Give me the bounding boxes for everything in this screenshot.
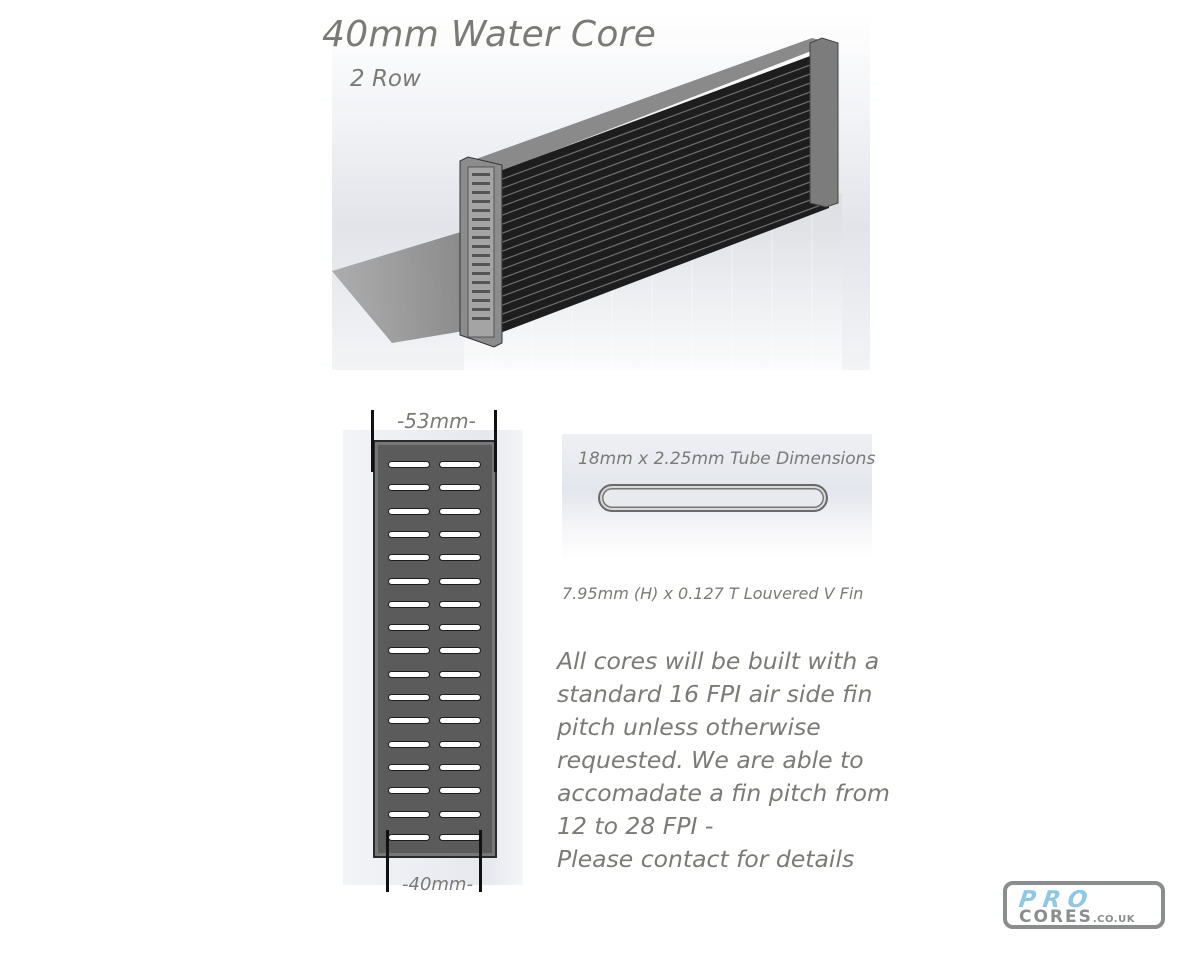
description-line: Please contact for details — [557, 845, 855, 873]
tube-slot — [439, 600, 481, 608]
tube-slot — [388, 484, 430, 492]
tube-slot — [439, 577, 481, 585]
tube-slot — [388, 554, 430, 562]
tube-slot — [439, 507, 481, 515]
tube-slot — [388, 810, 430, 818]
tube-slot — [439, 461, 481, 468]
description-line: All cores will be built with a — [557, 647, 880, 675]
dimension-40mm-label: -40mm- — [402, 874, 473, 895]
tube-profile-icon — [598, 484, 828, 512]
fin-pitch-description: All cores will be built with a standard … — [557, 645, 897, 876]
page-title: 40mm Water Core — [322, 14, 657, 55]
tube-slot — [388, 670, 430, 678]
tube-slot — [439, 787, 481, 795]
description-line: 12 to 28 FPI - — [557, 812, 714, 840]
fin-spec-label: 7.95mm (H) x 0.127 T Louvered V Fin — [562, 584, 864, 603]
tube-slot — [388, 530, 430, 538]
tube-slot — [388, 833, 430, 841]
tube-slot — [388, 577, 430, 585]
tube-slot — [388, 507, 430, 515]
tube-slot — [439, 670, 481, 678]
dimension-line-53-left — [371, 410, 374, 472]
tube-slot — [439, 833, 481, 841]
tube-slot — [388, 717, 430, 725]
logo-cores-word: CORES — [1019, 907, 1093, 927]
tube-slot — [439, 763, 481, 771]
description-line: accomadate a fin pitch from — [557, 779, 890, 807]
tube-slot — [388, 461, 430, 468]
logo-cores-text: CORES.CO.UK — [1019, 907, 1135, 927]
tube-slot — [439, 647, 481, 655]
dimension-line-40-left — [386, 830, 389, 892]
tube-slot — [439, 694, 481, 701]
tube-slot — [439, 717, 481, 725]
procores-logo: PRO CORES.CO.UK — [1003, 881, 1165, 929]
core-render-panel — [332, 13, 870, 370]
dimension-53mm-label: -53mm- — [397, 409, 476, 433]
tube-slot — [439, 554, 481, 562]
description-line: standard 16 FPI air side fin — [557, 680, 873, 708]
tube-dimensions-label: 18mm x 2.25mm Tube Dimensions — [578, 449, 876, 469]
tube-slot — [388, 740, 430, 748]
tube-slot — [388, 647, 430, 655]
tube-slot — [439, 810, 481, 818]
tube-slot — [388, 763, 430, 771]
dimension-line-40-right — [479, 830, 482, 892]
tube-slot — [388, 600, 430, 608]
tube-slot — [388, 787, 430, 795]
radiator-core-3d-icon — [332, 37, 842, 370]
tube-slot — [439, 530, 481, 538]
tube-slot — [439, 624, 481, 632]
tube-slot — [388, 694, 430, 701]
dimension-line-53-right — [494, 410, 497, 472]
tube-slot — [439, 740, 481, 748]
logo-domain: .CO.UK — [1092, 914, 1135, 925]
tube-slot — [388, 624, 430, 632]
description-line: requested. We are able to — [557, 746, 864, 774]
description-line: pitch unless otherwise — [557, 713, 821, 741]
page-subtitle: 2 Row — [350, 66, 421, 92]
tube-slot — [439, 484, 481, 492]
